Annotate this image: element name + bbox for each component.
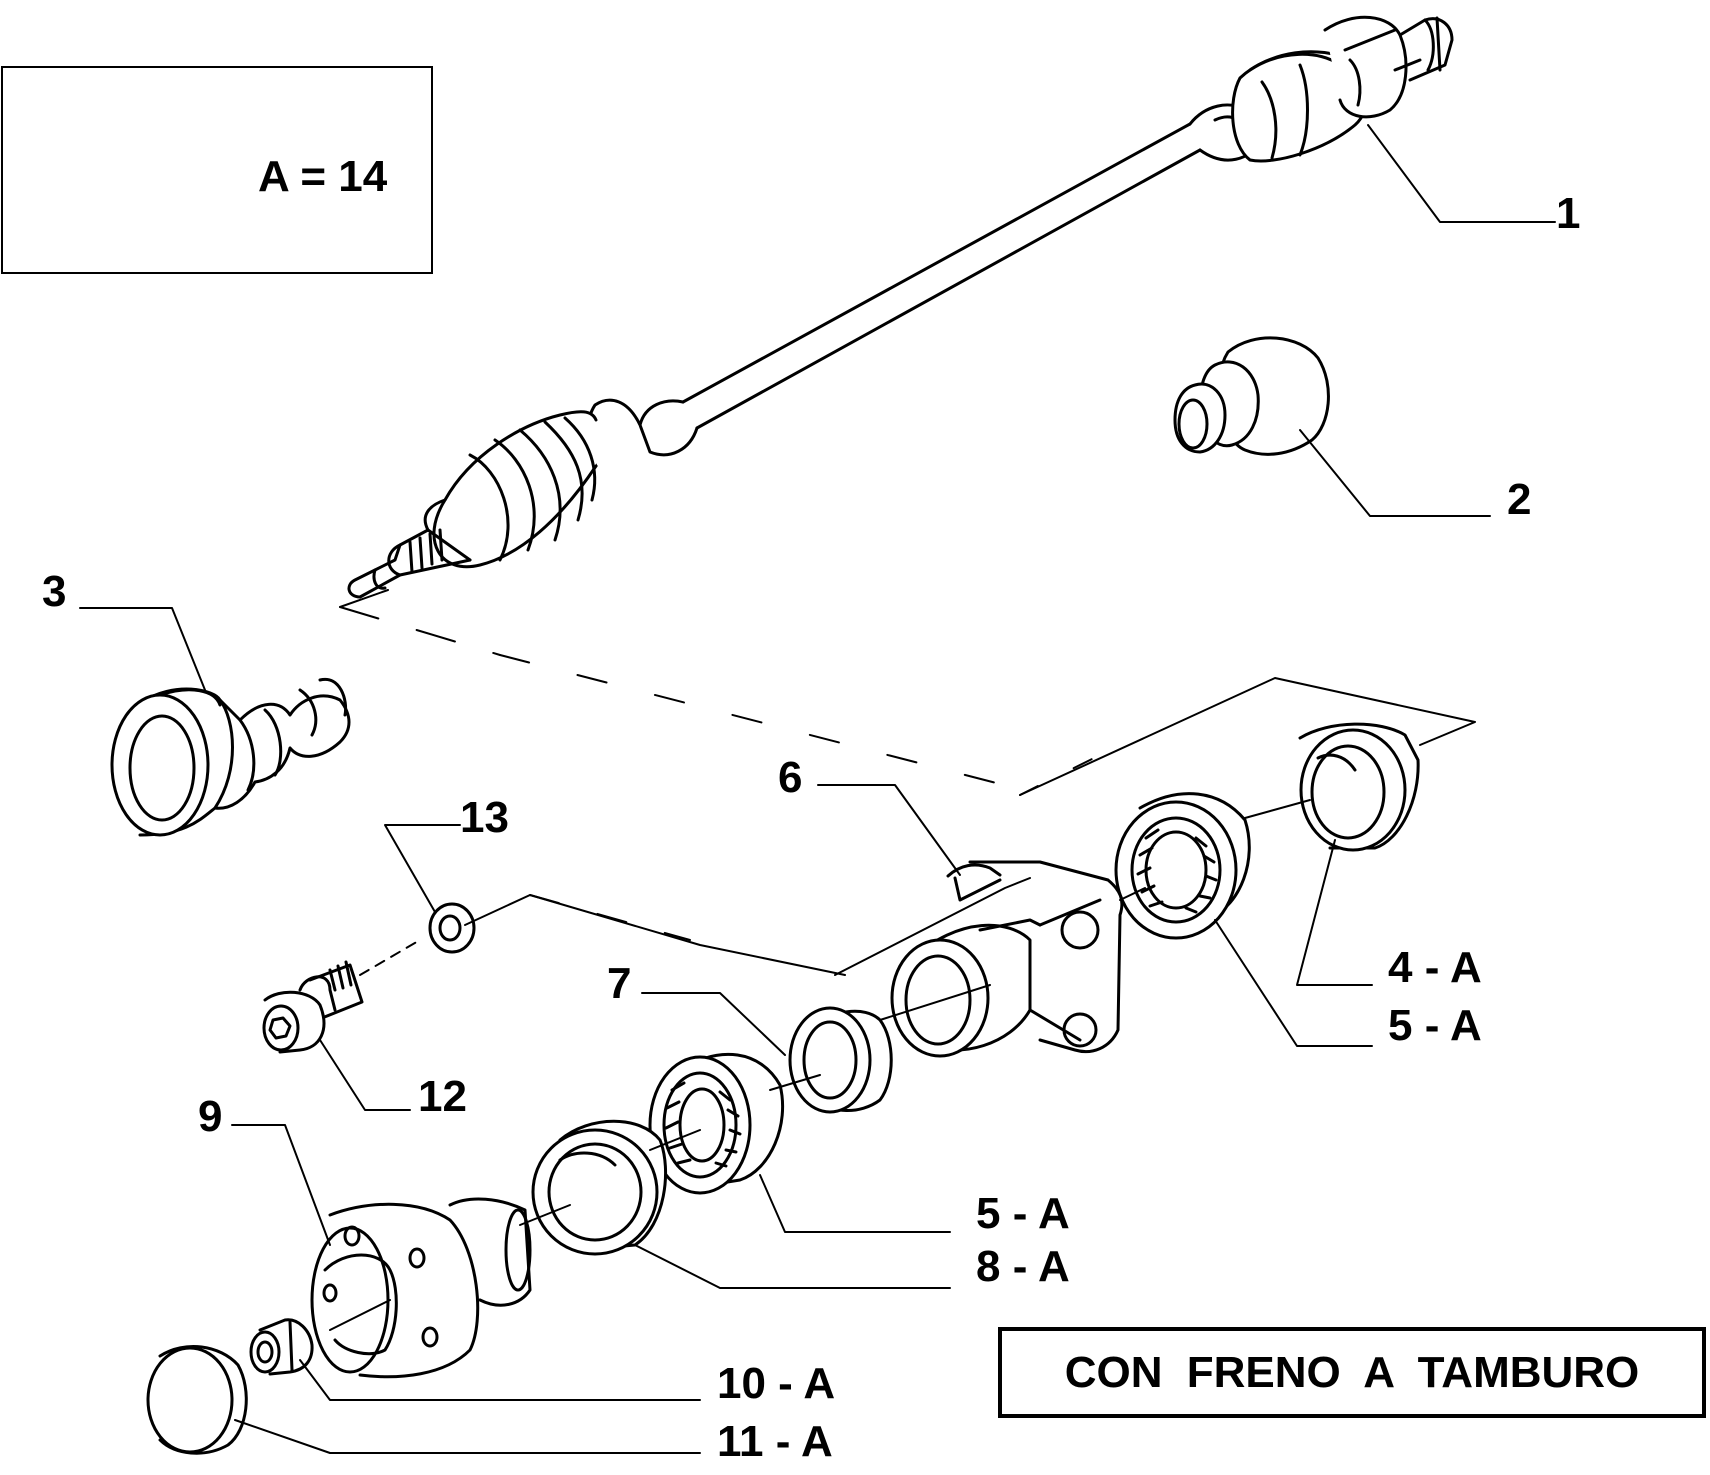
assembly-axis-lines xyxy=(330,590,1475,1330)
callout-8-A: 8 - A xyxy=(976,1242,1070,1291)
callout-1: 1 xyxy=(1556,189,1581,238)
nut-part-10 xyxy=(251,1320,312,1374)
callout-13: 13 xyxy=(460,793,509,842)
bolt-part-12 xyxy=(264,962,362,1052)
boot-part-2 xyxy=(1175,338,1328,454)
bearing-part-5-lower xyxy=(650,1054,783,1193)
legend-box xyxy=(1,66,433,274)
callout-12: 12 xyxy=(418,1072,467,1121)
bearing-part-5-upper xyxy=(1116,794,1249,938)
hub-flange-part-9 xyxy=(312,1199,530,1377)
callout-3: 3 xyxy=(42,567,67,616)
callout-10-A: 10 - A xyxy=(717,1359,836,1408)
legend-lubricant-text: A = 14 xyxy=(258,152,388,201)
cup-part-8 xyxy=(533,1121,666,1254)
callout-5-A-lower: 5 - A xyxy=(976,1189,1070,1238)
drum-brake-note-box: CON FRENO A TAMBURO xyxy=(998,1327,1706,1418)
leader-lines xyxy=(80,125,1555,1453)
callout-2: 2 xyxy=(1507,475,1532,524)
ring-part-7 xyxy=(790,1008,891,1112)
sleeve-part-4 xyxy=(1300,724,1418,850)
callout-4-A: 4 - A xyxy=(1388,943,1482,992)
callout-6: 6 xyxy=(778,753,803,802)
drive-shaft-part-1 xyxy=(349,17,1452,597)
callout-5-A-upper: 5 - A xyxy=(1388,1001,1482,1050)
callout-9: 9 xyxy=(198,1092,223,1141)
drum-brake-note-text: CON FRENO A TAMBURO xyxy=(1064,1347,1640,1397)
boot-part-3 xyxy=(112,679,349,835)
callout-11-A: 11 - A xyxy=(717,1417,833,1466)
cap-part-11 xyxy=(148,1346,246,1453)
hub-carrier-part-6 xyxy=(892,862,1122,1056)
callout-7: 7 xyxy=(607,959,632,1008)
washer-part-13 xyxy=(430,904,474,952)
